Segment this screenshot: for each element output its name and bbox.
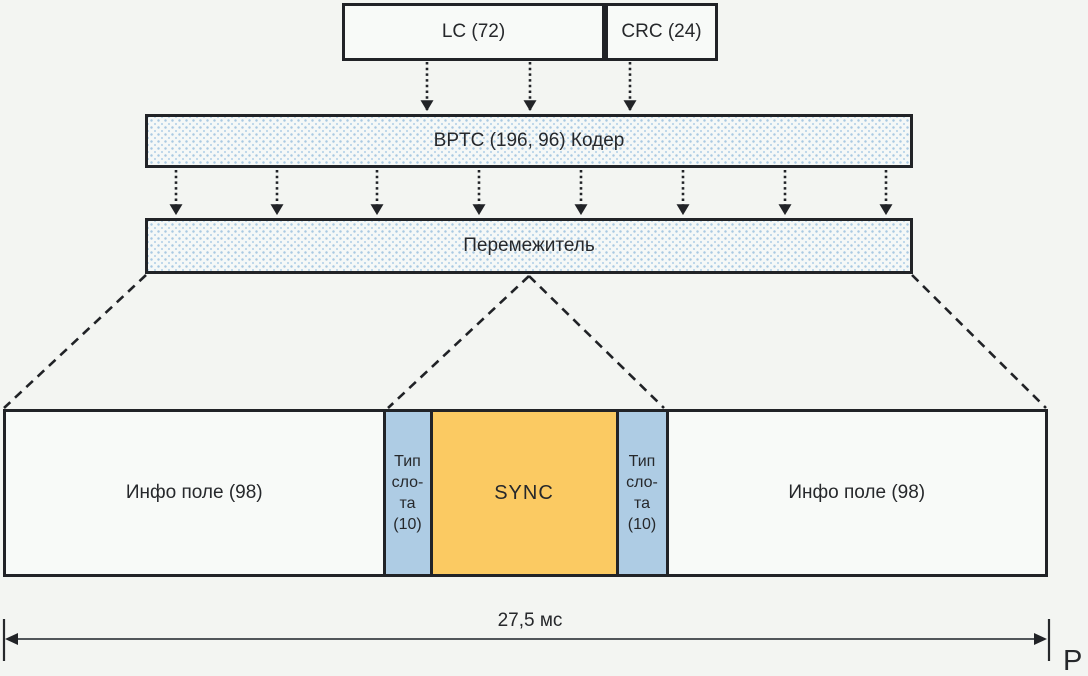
dashed-line bbox=[911, 274, 1047, 409]
slot-type-left: Тип сло- та (10) bbox=[382, 412, 433, 574]
slot-type-right-line2: сло- bbox=[626, 474, 658, 491]
info-field-right-label: Инфо поле (98) bbox=[788, 482, 926, 503]
figure-caption-fragment: Р bbox=[1063, 645, 1083, 676]
encoder-to-interleaver-dotted-arrows bbox=[169, 170, 893, 216]
bptc-encoder-box: BPTC (196, 96) Кодер bbox=[145, 114, 913, 168]
sync-field: SYNC bbox=[432, 412, 619, 574]
right-arrowhead bbox=[1034, 633, 1047, 645]
info-field-left-label: Инфо поле (98) bbox=[125, 482, 263, 503]
interleaver-box: Перемежитель bbox=[145, 218, 913, 274]
bptc-encoder-label: BPTC (196, 96) Кодер bbox=[433, 130, 625, 151]
crc-field-box: CRC (24) bbox=[605, 3, 718, 61]
crc-field-label: CRC (24) bbox=[621, 21, 702, 42]
slot-type-right-line4: (10) bbox=[627, 516, 657, 533]
slot-type-left-line4: (10) bbox=[393, 516, 422, 533]
dashed-line bbox=[528, 275, 665, 409]
slot-type-right: Тип сло- та (10) bbox=[618, 412, 669, 574]
slot-type-right-line1: Тип bbox=[628, 453, 656, 470]
duration-label: 27,5 мс bbox=[497, 610, 563, 631]
sync-field-label: SYNC bbox=[494, 481, 554, 504]
slot-type-left-line2: сло- bbox=[391, 474, 424, 491]
dashed-line bbox=[387, 275, 530, 409]
burst-frame: Инфо поле (98) Тип сло- та (10) SYNC Тип… bbox=[3, 409, 1048, 577]
interleaver-label: Перемежитель bbox=[463, 235, 595, 256]
lc-crc-to-encoder-dotted-arrows bbox=[420, 62, 637, 112]
info-field-left: Инфо поле (98) bbox=[6, 412, 383, 574]
interleaver-expansion-dashed-lines bbox=[3, 274, 1047, 409]
slot-type-left-line1: Тип bbox=[394, 453, 421, 470]
slot-type-right-line3: та bbox=[633, 495, 651, 512]
info-field-right: Инфо поле (98) bbox=[668, 412, 1045, 574]
lc-field-box: LC (72) bbox=[342, 3, 605, 61]
slot-type-left-line3: та bbox=[399, 495, 416, 512]
lc-field-label: LC (72) bbox=[441, 21, 506, 42]
left-arrowhead bbox=[5, 633, 18, 645]
dashed-line bbox=[3, 274, 147, 409]
